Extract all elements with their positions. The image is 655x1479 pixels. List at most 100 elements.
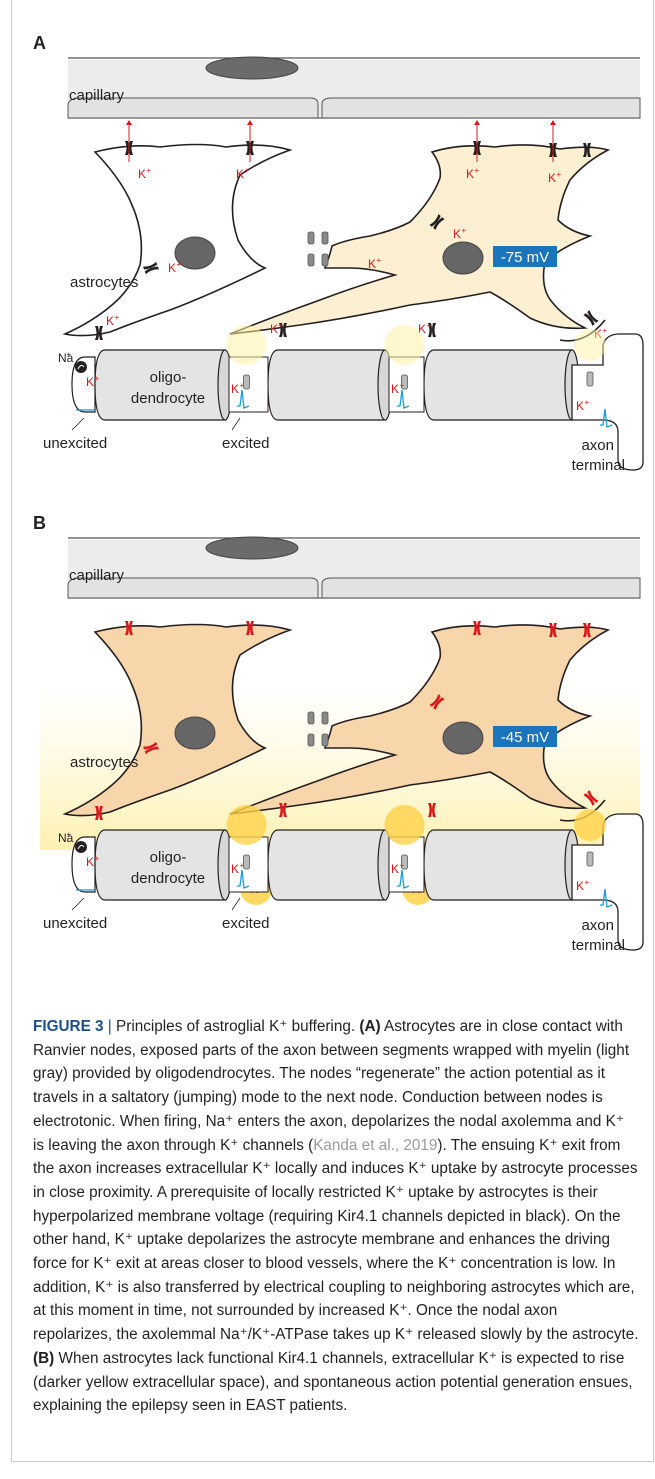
na-k-atpase-icon: [75, 841, 87, 853]
k-ion-axon-label-text: K: [391, 382, 399, 396]
terminal-glow: [574, 809, 606, 841]
k-ion-label-plus: +: [603, 326, 608, 335]
k-channel-terminal-icon: [587, 372, 593, 386]
astrocyte-left-nucleus: [175, 717, 215, 749]
k-ion-label-text: K: [138, 167, 146, 181]
terminal-glow: [574, 329, 606, 361]
citation-link[interactable]: Kanda et al., 2019: [313, 1137, 437, 1154]
panel-letter: A: [33, 33, 46, 53]
connexin-block: [308, 254, 314, 266]
connexin-block: [308, 232, 314, 244]
kir-channel-icon: [583, 310, 598, 326]
myelin-sheath: [424, 830, 572, 900]
connexin-block: [308, 712, 314, 724]
k-ion-label-text: K: [106, 314, 114, 328]
k-ion-label-plus: +: [462, 226, 467, 235]
axon-terminal-label-2: terminal: [572, 457, 625, 474]
membrane-voltage-label: -45 mV: [501, 729, 549, 746]
astrocyte-right-nucleus: [443, 242, 483, 274]
unexcited-label: unexcited: [43, 435, 107, 452]
k-channel-terminal-icon: [587, 852, 593, 866]
k-ion-label-plus: +: [557, 170, 562, 179]
k-ion-axon-label-text: K: [231, 862, 239, 876]
k-ion-label-plus: +: [147, 166, 152, 175]
caption-part-b-text: When astrocytes lack functional Kir4.1 c…: [33, 1350, 633, 1414]
k-channel-axon-icon: [244, 375, 250, 389]
k-ion-atpase-label-text: K: [86, 375, 94, 389]
label-leader: [72, 418, 84, 430]
axon-terminal-label: axon: [581, 437, 614, 454]
caption-part-a-text-continued: ). The ensuing K⁺ exit from the axon inc…: [33, 1137, 638, 1344]
figure-label: FIGURE 3: [33, 1018, 104, 1035]
k-ion-atpase-label-plus: +: [95, 854, 100, 863]
capillary-label: capillary: [69, 567, 125, 584]
k-ion-label-plus: +: [377, 256, 382, 265]
k-ion-atpase-label-plus: +: [95, 374, 100, 383]
na-ion-label-plus: +: [67, 350, 72, 359]
k-ion-atpase-label-text: K: [86, 855, 94, 869]
k-ion-label-plus: +: [475, 166, 480, 175]
endothelial-nucleus: [206, 537, 298, 559]
k-ion-label-plus: +: [115, 313, 120, 322]
k-ion-label-text: K: [368, 257, 376, 271]
k-ion-label: K+: [236, 166, 250, 181]
excited-label: excited: [222, 915, 270, 932]
excited-label: excited: [222, 435, 270, 452]
label-leader: [72, 898, 84, 910]
k-ion-label-plus: +: [245, 166, 250, 175]
k-ion-axon-label-plus: +: [400, 381, 405, 390]
arrow-head: [247, 120, 253, 125]
caption-part-b-label: (B): [33, 1350, 54, 1367]
k-ion-label-text: K: [270, 322, 278, 336]
node-glow: [227, 805, 267, 845]
k-ion-label-text: K: [548, 171, 556, 185]
k-ion-axon-label-plus: +: [240, 381, 245, 390]
na-k-atpase-icon: [75, 361, 87, 373]
k-ion-label-plus: +: [427, 321, 432, 330]
node-glow: [385, 325, 425, 365]
k-ion-label-text: K: [466, 167, 474, 181]
k-ion-label-plus: +: [177, 260, 182, 269]
oligodendrocyte-label-2: dendrocyte: [131, 870, 205, 887]
astrocytes-label: astrocytes: [70, 274, 138, 291]
kir-channel-half: [432, 323, 436, 337]
myelin-sheath: [268, 830, 385, 900]
k-ion-label-plus: +: [279, 321, 284, 330]
myelin-sheath: [424, 350, 572, 420]
caption-part-a-label: (A): [359, 1018, 380, 1035]
membrane-voltage-label: -75 mV: [501, 249, 549, 266]
node-glow: [385, 805, 425, 845]
oligodendrocyte-label: oligo-: [150, 849, 187, 866]
endothelial-cell-right: [322, 578, 640, 598]
na-ion-label: Na+: [58, 350, 74, 365]
astrocyte-left-body: [65, 145, 290, 336]
k-ion-axon-label-plus: +: [400, 861, 405, 870]
figure-caption: FIGURE 3 | Principles of astroglial K⁺ b…: [33, 1015, 639, 1418]
connexin-block: [322, 712, 328, 724]
endothelial-nucleus: [206, 57, 298, 79]
k-ion-terminal-label-plus: +: [585, 878, 590, 887]
arrow-head: [550, 120, 556, 125]
label-leader: [232, 898, 240, 910]
panel-letter: B: [33, 513, 46, 533]
node-glow: [227, 325, 267, 365]
axon-terminal-label-2: terminal: [572, 937, 625, 954]
myelin-sheath: [268, 350, 385, 420]
k-ion-axon-label-plus: +: [240, 861, 245, 870]
astrocytes-label: astrocytes: [70, 754, 138, 771]
k-ion-terminal-label-text: K: [576, 879, 584, 893]
oligodendrocyte-label-2: dendrocyte: [131, 390, 205, 407]
figure-label-separator: |: [108, 1018, 112, 1035]
k-channel-axon-icon: [244, 855, 250, 869]
connexin-block: [322, 232, 328, 244]
k-ion-terminal-label-text: K: [576, 399, 584, 413]
connexin-block: [308, 734, 314, 746]
k-ion-terminal-label-plus: +: [585, 398, 590, 407]
connexin-block: [322, 734, 328, 746]
unexcited-label: unexcited: [43, 915, 107, 932]
astrocyte-right-nucleus: [443, 722, 483, 754]
connexin-block: [322, 254, 328, 266]
caption-part-a-text: Astrocytes are in close contact with Ran…: [33, 1018, 629, 1154]
label-leader: [232, 418, 240, 430]
